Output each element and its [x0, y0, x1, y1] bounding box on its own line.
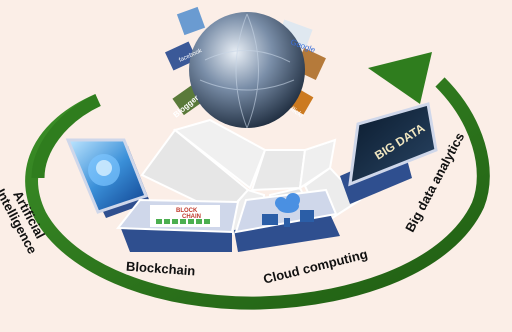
laptop-icon	[262, 214, 278, 225]
globe: Blogger facebook Google flickr	[164, 6, 326, 129]
blockchain-panel: BLOCK CHAIN	[115, 198, 240, 252]
cloud-icon	[275, 193, 300, 213]
bigdata-panel: BIG DATA	[340, 102, 438, 204]
globe-gridlines	[199, 13, 295, 129]
cloud-panel	[234, 188, 340, 252]
blockchain-blocks-icon	[156, 219, 210, 224]
ai-brain-icon	[96, 160, 112, 176]
bigdata-panel-face	[348, 102, 438, 187]
phone-icon	[284, 218, 290, 227]
cloud-panel-side	[234, 214, 340, 252]
blockchain-card-word-1: BLOCK	[176, 208, 198, 214]
sector-7	[298, 138, 337, 191]
cycle-arrow	[25, 52, 490, 310]
sector-5	[172, 118, 267, 190]
ai-panel	[65, 138, 150, 218]
collage-tile	[176, 6, 206, 36]
arrow-head-icon	[368, 52, 432, 104]
arrow-tail	[31, 94, 101, 179]
arrow-band	[25, 77, 490, 310]
monitor-icon	[300, 210, 314, 222]
blockchain-card-word-2: CHAIN	[182, 214, 201, 220]
globe-sphere-icon	[189, 12, 305, 128]
blockchain-panel-side	[120, 226, 232, 252]
collage-tile	[164, 41, 198, 71]
